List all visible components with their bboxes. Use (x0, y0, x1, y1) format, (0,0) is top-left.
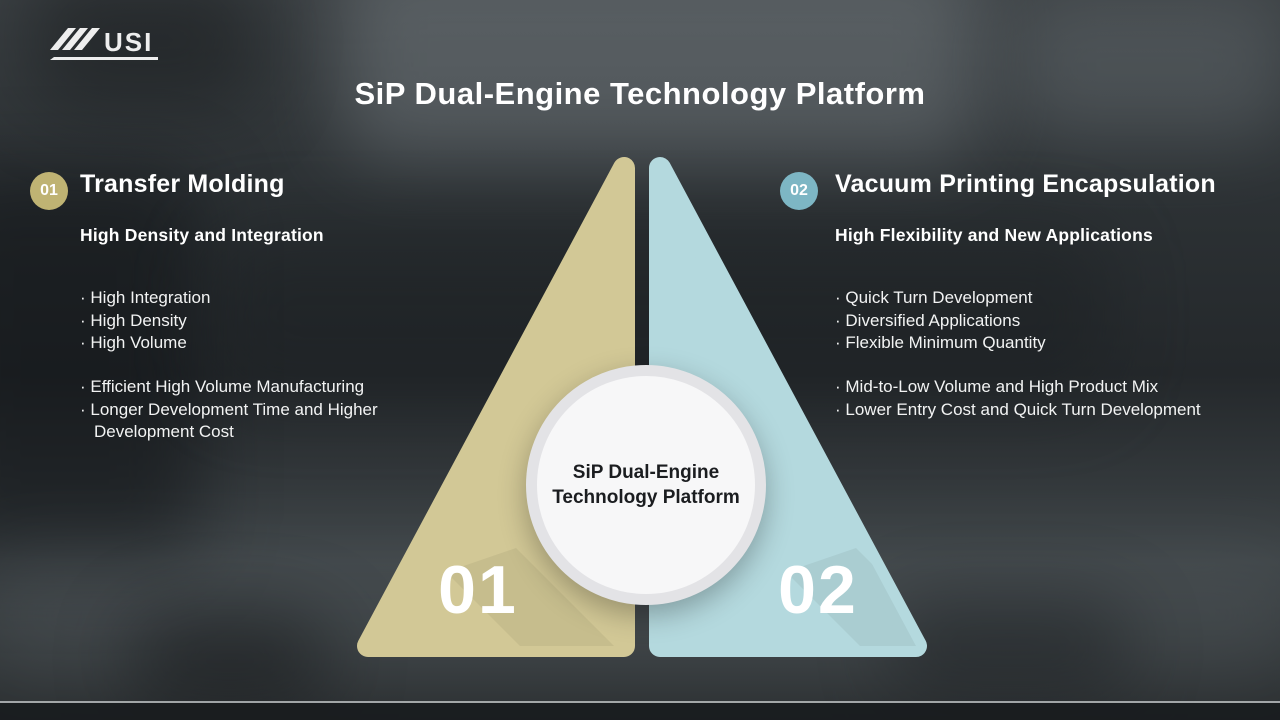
center-circle: SiP Dual-Engine Technology Platform (526, 365, 766, 605)
left-bullet-list-secondary: · Efficient High Volume Manufacturing · … (80, 376, 432, 444)
usi-logo-text: USI (104, 27, 153, 57)
bullet-item: · Mid-to-Low Volume and High Product Mix (835, 377, 1159, 396)
background-blob (130, 615, 330, 705)
bullet-item: · High Volume (80, 333, 187, 352)
right-section-subheading: High Flexibility and New Applications (835, 225, 1153, 245)
background-blob (1010, 0, 1280, 140)
bullet-item: · Lower Entry Cost and Quick Turn Develo… (835, 399, 1201, 419)
background-blob (30, 0, 260, 110)
background-bottom-strip (0, 703, 1280, 720)
left-bullet-list: · High Integration · High Density · High… (80, 287, 460, 355)
triangle-number-right: 02 (778, 552, 858, 628)
left-section-subheading: High Density and Integration (80, 225, 324, 245)
center-circle-title-line2: Technology Platform (552, 487, 740, 508)
center-circle-title-line1: SiP Dual-Engine (572, 462, 720, 483)
right-section-badge: 02 (780, 172, 818, 210)
number-long-shadow (786, 548, 916, 646)
background-divider-line (0, 701, 1280, 703)
bullet-item: · High Integration (80, 288, 211, 307)
left-section-badge: 01 (30, 172, 68, 210)
bullet-item: · Quick Turn Development (835, 288, 1033, 307)
number-long-shadow (446, 548, 624, 646)
usi-logo-mark (50, 28, 158, 60)
triangle-number-left: 01 (438, 552, 518, 628)
background-blob (890, 600, 1130, 695)
background-blob (340, 0, 980, 160)
bullet-item: · Longer Development Time and Higher Dev… (80, 399, 378, 442)
right-bullet-list: · Quick Turn Development · Diversified A… (835, 287, 1235, 355)
bullet-item: · High Density (80, 310, 187, 330)
bullet-item: · Efficient High Volume Manufacturing (80, 377, 365, 396)
usi-logo: USI (46, 22, 166, 72)
bullet-item: · Flexible Minimum Quantity (835, 333, 1046, 352)
page-title: SiP Dual-Engine Technology Platform (354, 76, 926, 111)
bullet-item: · Diversified Applications (835, 310, 1021, 330)
background-blob (0, 170, 200, 570)
right-section-heading: Vacuum Printing Encapsulation (835, 170, 1216, 198)
left-section-heading: Transfer Molding (80, 170, 285, 198)
right-bullet-list-secondary: · Mid-to-Low Volume and High Product Mix… (835, 376, 1207, 421)
